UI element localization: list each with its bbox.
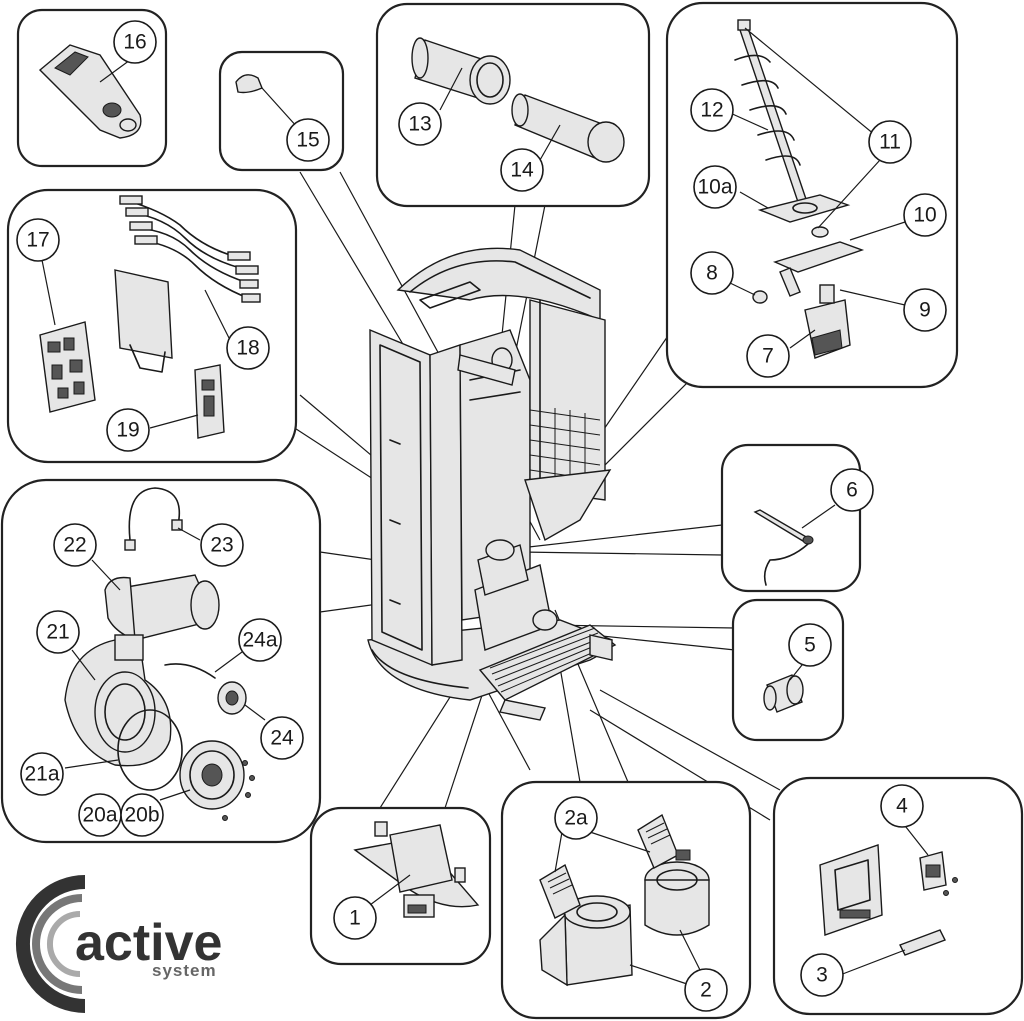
brand-logo: active system: [16, 875, 222, 1013]
label-21a: 21a: [20, 752, 64, 796]
label-24a-text: 24a: [242, 629, 277, 652]
label-6-text: 6: [846, 479, 858, 502]
label-18-text: 18: [236, 337, 259, 360]
label-20b-text: 20b: [124, 804, 159, 827]
label-7-text: 7: [762, 345, 774, 368]
label-16: 16: [113, 20, 157, 64]
label-7: 7: [746, 334, 790, 378]
label-21a-text: 21a: [24, 763, 59, 786]
label-17: 17: [16, 218, 60, 262]
label-13-text: 13: [408, 113, 431, 136]
label-10: 10: [903, 193, 947, 237]
label-2a-text: 2a: [564, 807, 588, 830]
label-20b: 20b: [120, 793, 164, 837]
brand-name: active: [75, 914, 222, 972]
label-2a: 2a: [554, 796, 598, 840]
label-13: 13: [398, 102, 442, 146]
label-11-text: 11: [879, 131, 901, 154]
label-22: 22: [53, 523, 97, 567]
label-10-text: 10: [913, 204, 936, 227]
label-5: 5: [788, 623, 832, 667]
label-12: 12: [690, 88, 734, 132]
label-15-text: 15: [296, 129, 319, 152]
label-10a-text: 10a: [697, 176, 732, 199]
label-15: 15: [286, 118, 330, 162]
label-14-text: 14: [510, 159, 534, 182]
label-24-text: 24: [270, 727, 294, 750]
panel-electronics: [6, 188, 298, 464]
stove-body: [367, 247, 617, 721]
panel-fan: [0, 478, 322, 844]
label-23: 23: [200, 523, 244, 567]
label-2: 2: [684, 968, 728, 1012]
label-1-text: 1: [349, 907, 361, 930]
label-23-text: 23: [210, 534, 233, 557]
label-4: 4: [880, 784, 924, 828]
label-4-text: 4: [896, 795, 908, 818]
label-2-text: 2: [700, 979, 712, 1002]
label-20a-text: 20a: [82, 804, 117, 827]
label-14: 14: [500, 148, 544, 192]
part-labels: 16 15 13 14 12 11 10a 10 8 9 7 17 18 19 …: [16, 20, 947, 1012]
label-18: 18: [226, 326, 270, 370]
label-17-text: 17: [26, 229, 49, 252]
label-10a: 10a: [693, 165, 737, 209]
label-3-text: 3: [816, 964, 828, 987]
label-6: 6: [830, 468, 874, 512]
brand-tagline: system: [152, 961, 217, 980]
label-19-text: 19: [116, 419, 139, 442]
label-3: 3: [800, 953, 844, 997]
label-9-text: 9: [919, 299, 931, 322]
label-20a: 20a: [78, 793, 122, 837]
label-5-text: 5: [804, 634, 816, 657]
label-16-text: 16: [123, 31, 146, 54]
panel-probe: [720, 443, 862, 593]
label-19: 19: [106, 408, 150, 452]
panel-tubes: [375, 2, 651, 208]
panel-auger: [665, 1, 959, 389]
label-24a: 24a: [238, 618, 282, 662]
label-9: 9: [903, 288, 947, 332]
label-21: 21: [36, 610, 80, 654]
label-1: 1: [333, 896, 377, 940]
panel-igniter: [309, 806, 492, 966]
label-8-text: 8: [706, 262, 718, 285]
label-11: 11: [868, 120, 912, 164]
label-21-text: 21: [46, 621, 69, 644]
label-24: 24: [260, 716, 304, 760]
panel-cylinders: [500, 780, 752, 1020]
label-22-text: 22: [63, 534, 86, 557]
label-8: 8: [690, 251, 734, 295]
panel-control: [772, 776, 1024, 1016]
panel-ring: [731, 598, 845, 742]
label-12-text: 12: [700, 99, 723, 122]
